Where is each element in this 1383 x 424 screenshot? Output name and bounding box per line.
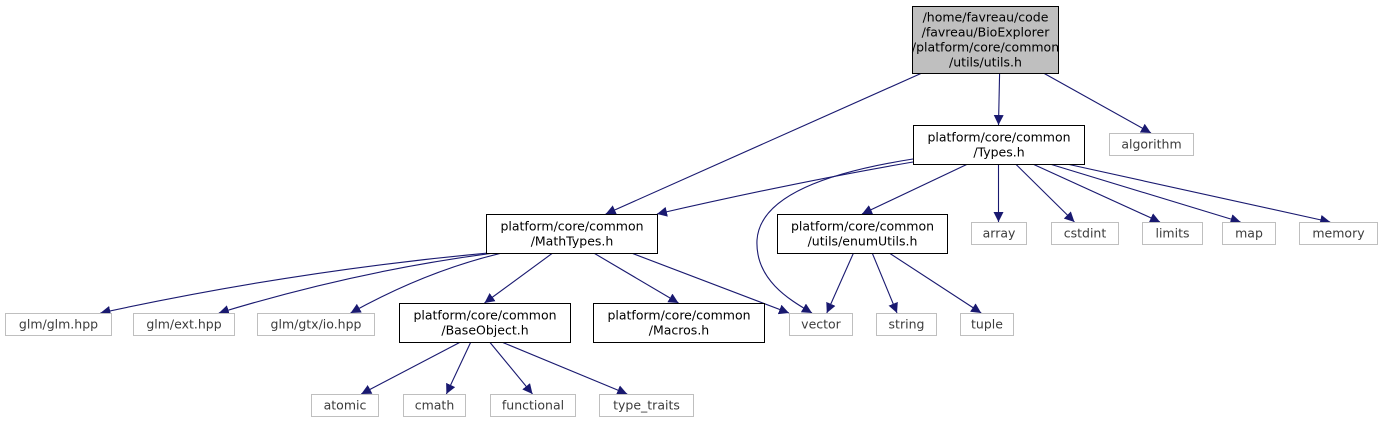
edge-baseobject-h-to-atomic [360, 341, 461, 395]
node-box [599, 394, 694, 417]
edge-enumutils-h-to-string [871, 252, 898, 314]
node-box [133, 313, 235, 336]
node-label-line: cmath [415, 398, 455, 413]
node-box [311, 394, 379, 417]
node-box [971, 222, 1027, 245]
node-label-line: memory [1312, 226, 1365, 241]
node-box [1142, 222, 1203, 245]
node-label-line: platform/core/common [413, 308, 556, 323]
edge-baseobject-h-to-cmath [445, 341, 472, 395]
node-box [777, 214, 948, 254]
node-label-line: /Macros.h [649, 323, 709, 338]
node-label-line: map [1235, 226, 1263, 241]
node-utils-h[interactable]: /home/favreau/code/favreau/BioExplorer/p… [912, 6, 1059, 74]
edge-utils-h-to-mathtypes-h [605, 72, 923, 215]
node-box [490, 394, 576, 417]
node-macros-h[interactable]: platform/core/common/Macros.h [593, 303, 765, 343]
node-box [399, 303, 571, 343]
dependency-edges [100, 72, 1331, 395]
node-enumutils-h[interactable]: platform/core/common/utils/enumUtils.h [777, 214, 948, 254]
edge-utils-h-to-types-h [993, 72, 1004, 126]
node-map: map [1222, 222, 1276, 245]
node-label-line: /favreau/BioExplorer [922, 25, 1051, 40]
node-vector: vector [789, 313, 853, 336]
node-tuple: tuple [960, 313, 1014, 336]
node-io-hpp: glm/gtx/io.hpp [257, 313, 375, 336]
edge-types-h-to-memory [1066, 163, 1331, 225]
node-label-line: /platform/core/common [912, 40, 1059, 55]
node-box [486, 214, 658, 254]
node-box [912, 6, 1059, 74]
edge-types-h-to-vector [756, 158, 914, 314]
node-label-line: /home/favreau/code [923, 10, 1049, 25]
edge-baseobject-h-to-type-traits [501, 341, 628, 395]
node-label-line: glm/ext.hpp [146, 317, 221, 332]
edge-mathtypes-h-to-baseobject-h [484, 252, 554, 304]
node-label-line: cstdint [1064, 226, 1107, 241]
dependency-nodes: /home/favreau/code/favreau/BioExplorer/p… [5, 6, 1378, 417]
node-label-line: platform/core/common [607, 308, 750, 323]
node-ext-hpp: glm/ext.hpp [133, 313, 235, 336]
node-label-line: /utils/utils.h [949, 55, 1022, 70]
node-label-line: /Types.h [973, 145, 1024, 160]
node-label-line: tuple [971, 317, 1003, 332]
node-box [1109, 133, 1194, 156]
node-cmath: cmath [403, 394, 466, 417]
edge-mathtypes-h-to-macros-h [593, 252, 679, 304]
edge-mathtypes-h-to-ext-hpp [218, 252, 495, 315]
node-box [257, 313, 375, 336]
node-label-line: platform/core/common [791, 219, 934, 234]
node-type-traits: type_traits [599, 394, 694, 417]
edge-mathtypes-h-to-glm-hpp [100, 252, 489, 316]
node-cstdint: cstdint [1051, 222, 1119, 245]
node-label-line: /MathTypes.h [531, 234, 614, 249]
node-box [913, 125, 1085, 165]
node-label-line: platform/core/common [500, 219, 643, 234]
node-box [789, 313, 853, 336]
node-baseobject-h[interactable]: platform/core/common/BaseObject.h [399, 303, 571, 343]
edge-types-h-to-enumutils-h [861, 163, 968, 215]
node-box [876, 313, 937, 336]
node-array: array [971, 222, 1027, 245]
edge-types-h-to-map [1049, 163, 1241, 224]
node-label-line: functional [502, 398, 564, 413]
node-string: string [876, 313, 937, 336]
node-types-h[interactable]: platform/core/common/Types.h [913, 125, 1085, 165]
node-box [5, 313, 112, 336]
edge-utils-h-to-algorithm [1043, 72, 1152, 134]
node-box [1222, 222, 1276, 245]
node-limits: limits [1142, 222, 1203, 245]
node-label-line: type_traits [613, 398, 680, 413]
node-atomic: atomic [311, 394, 379, 417]
node-label-line: limits [1155, 226, 1189, 241]
node-box [593, 303, 765, 343]
node-label-line: glm/gtx/io.hpp [271, 317, 362, 332]
node-label-line: platform/core/common [927, 130, 1070, 145]
edge-types-h-to-cstdint [1015, 163, 1075, 223]
node-label-line: /utils/enumUtils.h [808, 234, 918, 249]
node-box [1051, 222, 1119, 245]
node-label-line: algorithm [1121, 137, 1181, 152]
node-box [403, 394, 466, 417]
node-label-line: atomic [324, 398, 367, 413]
edge-types-h-to-limits [1032, 163, 1161, 223]
node-mathtypes-h[interactable]: platform/core/common/MathTypes.h [486, 214, 658, 254]
node-label-line: /BaseObject.h [441, 323, 528, 338]
node-box [960, 313, 1014, 336]
edge-types-h-to-mathtypes-h [656, 161, 914, 217]
edge-mathtypes-h-to-io-hpp [350, 252, 503, 314]
edge-enumutils-h-to-tuple [888, 252, 982, 314]
node-memory: memory [1299, 222, 1378, 245]
edge-enumutils-h-to-vector [826, 252, 855, 314]
node-label-line: array [983, 226, 1016, 241]
node-glm-hpp: glm/glm.hpp [5, 313, 112, 336]
node-algorithm: algorithm [1109, 133, 1194, 156]
node-label-line: string [889, 317, 925, 332]
node-label-line: vector [801, 317, 842, 332]
node-box [1299, 222, 1378, 245]
edge-baseobject-h-to-functional [489, 341, 533, 395]
node-functional: functional [490, 394, 576, 417]
node-label-line: glm/glm.hpp [19, 317, 98, 332]
